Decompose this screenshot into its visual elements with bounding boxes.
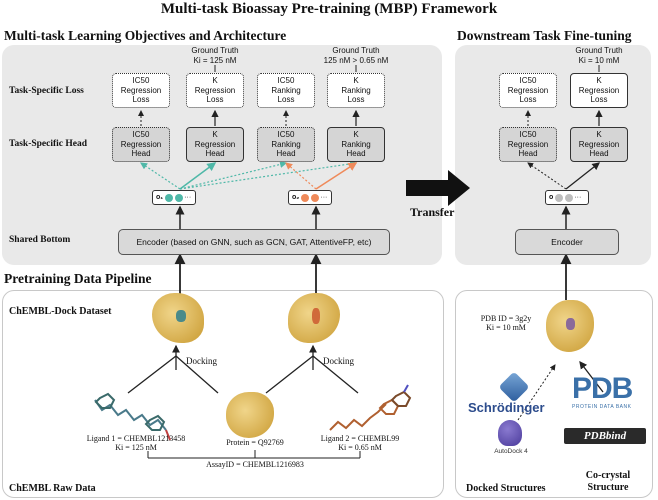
pdbbind-logo: PDBbind <box>564 428 646 444</box>
pdb-id-label: PDB ID = 3g2y Ki = 10 mM <box>480 314 532 332</box>
row-label-head: Task-Specific Head <box>9 139 88 149</box>
ground-truth-k-regression: Ground Truth Ki = 125 nM <box>191 46 239 65</box>
protein-structure <box>226 392 274 438</box>
autodock-logo-text: AutoDock 4 <box>494 448 528 455</box>
assay-id-label: AssayID = CHEMBL1216983 <box>206 460 304 469</box>
finetune-encoder: Encoder <box>515 229 619 255</box>
pdb-logo: PDB PROTEIN DATA BANK <box>572 374 646 412</box>
transfer-label: Transfer <box>410 205 455 219</box>
pipeline-section-title: Pretraining Data Pipeline <box>4 271 152 286</box>
row-label-loss: Task-Specific Loss <box>9 86 84 96</box>
embedding-o2: o₂ ··· <box>288 190 332 205</box>
docked-structures-label: Docked Structures <box>466 483 546 494</box>
ligand2-label: Ligand 2 = CHEMBL99 Ki = 0.65 nM <box>320 434 400 452</box>
finetune-section-title: Downstream Task Fine-tuning <box>457 28 632 43</box>
pdbbind-logo-text: PDBbind <box>583 430 627 442</box>
ligand2-pose <box>312 308 320 324</box>
mtl-section-title: Multi-task Learning Objectives and Archi… <box>4 28 287 43</box>
shared-encoder: Encoder (based on GNN, such as GCN, GAT,… <box>118 229 390 255</box>
ground-truth-k-ranking: Ground Truth 125 nM > 0.65 nM <box>323 46 389 65</box>
pipeline-panel <box>2 290 444 498</box>
cocrystal-structure-label: Co-crystal Structure <box>585 470 631 493</box>
pdb-logo-subtext: PROTEIN DATA BANK <box>572 404 632 410</box>
row-label-bottom: Shared Bottom <box>9 235 71 245</box>
page-title: Multi-task Bioassay Pre-training (MBP) F… <box>160 1 498 17</box>
protein-label: Protein = Q92769 <box>226 438 284 447</box>
autodock-logo-icon <box>498 420 522 446</box>
chembl-raw-data-label: ChEMBL Raw Data <box>9 483 96 494</box>
schrodinger-logo-text: Schrödinger <box>468 400 545 415</box>
ground-truth-finetune: Ground Truth Ki = 10 mM <box>575 46 623 65</box>
ligand1-structure <box>94 392 171 441</box>
finetune-embedding: o ··· <box>545 190 589 205</box>
ligand1-pose <box>176 310 186 322</box>
docking-label-right: Docking <box>323 356 354 366</box>
pdb-logo-text: PDB <box>572 372 633 405</box>
embedding-o1: o₁ ··· <box>152 190 196 205</box>
chembl-dock-dataset-label: ChEMBL-Dock Dataset <box>9 306 112 317</box>
ligand1-label: Ligand 1 = CHEMBL1213458 Ki = 125 nM <box>86 434 186 452</box>
cocrystal-ligand-pose <box>566 318 575 330</box>
docking-label-left: Docking <box>186 356 217 366</box>
ligand2-structure <box>329 384 412 431</box>
